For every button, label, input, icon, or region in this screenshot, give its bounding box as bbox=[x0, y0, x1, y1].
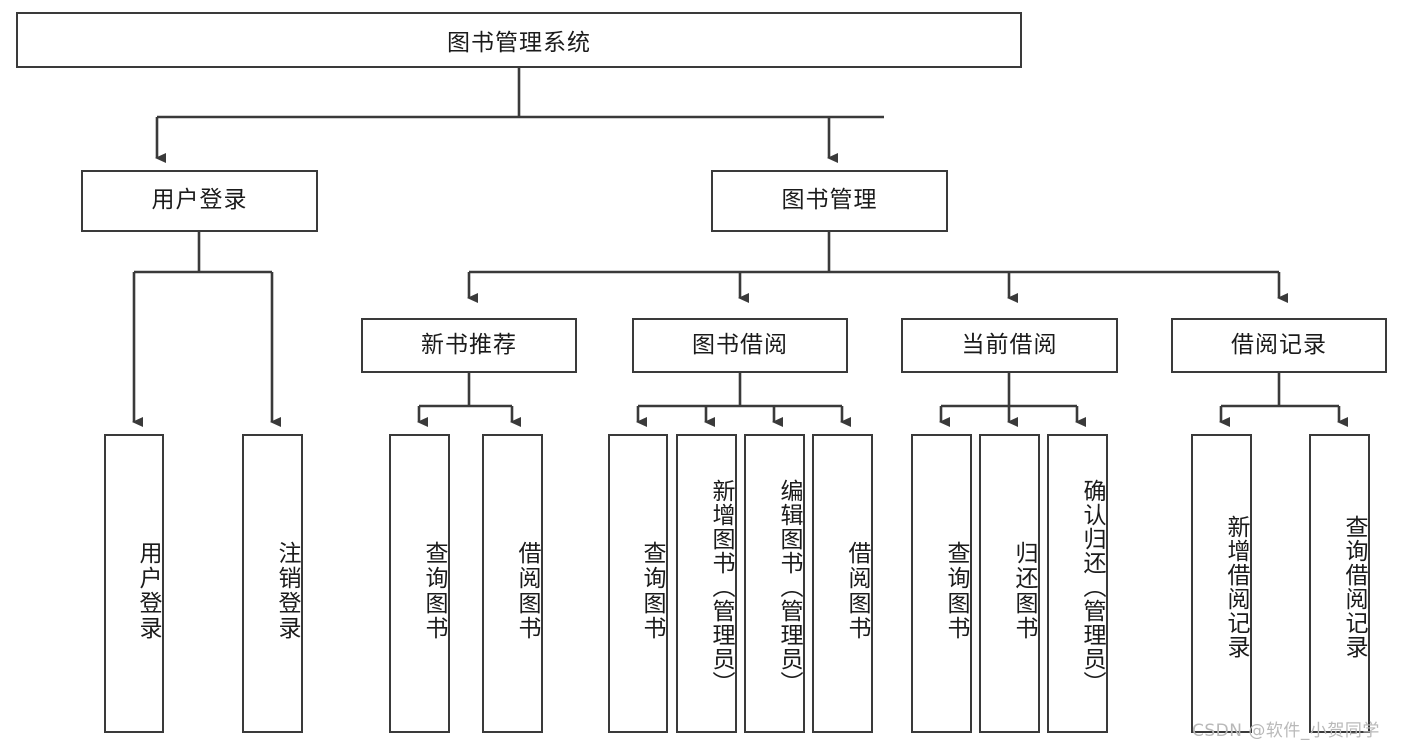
leaf-nb-query-book[interactable]: 查询图书 bbox=[389, 434, 450, 733]
node-user-login-label: 用户登录 bbox=[151, 187, 248, 214]
leaf-cb-confirm-return-label: 确认归还（管理员） bbox=[1079, 478, 1105, 695]
leaf-cb-query-book[interactable]: 查询图书 bbox=[911, 434, 972, 733]
node-book-management[interactable]: 图书管理 bbox=[711, 170, 948, 232]
leaf-logout-label: 注销登录 bbox=[274, 540, 300, 641]
leaf-cb-query-book-label: 查询图书 bbox=[943, 540, 969, 641]
leaf-bb-query-book-label: 查询图书 bbox=[639, 540, 665, 641]
node-book-borrow-label: 图书借阅 bbox=[692, 331, 788, 358]
leaf-br-query-record[interactable]: 查询借阅记录 bbox=[1309, 434, 1370, 733]
leaf-logout[interactable]: 注销登录 bbox=[242, 434, 303, 733]
leaf-bb-borrow-book-label: 借阅图书 bbox=[844, 540, 870, 641]
leaf-nb-borrow-book-label: 借阅图书 bbox=[514, 540, 540, 641]
leaf-bb-edit-book-label: 编辑图书（管理员） bbox=[776, 478, 802, 695]
node-root-system[interactable]: 图书管理系统 bbox=[16, 12, 1022, 68]
node-user-login[interactable]: 用户登录 bbox=[81, 170, 318, 232]
node-new-book-recommend-label: 新书推荐 bbox=[421, 331, 517, 358]
node-book-borrow[interactable]: 图书借阅 bbox=[632, 318, 848, 373]
leaf-br-add-record-label: 新增借阅记录 bbox=[1223, 514, 1249, 659]
leaf-br-add-record[interactable]: 新增借阅记录 bbox=[1191, 434, 1252, 733]
leaf-user-login[interactable]: 用户登录 bbox=[104, 434, 164, 733]
node-root-label: 图书管理系统 bbox=[447, 30, 591, 56]
leaf-nb-query-book-label: 查询图书 bbox=[421, 540, 447, 641]
node-borrow-record[interactable]: 借阅记录 bbox=[1171, 318, 1387, 373]
leaf-user-login-label: 用户登录 bbox=[135, 540, 161, 641]
csdn-watermark: CSDN @软件_小贺同学 bbox=[1192, 721, 1380, 741]
leaf-bb-query-book[interactable]: 查询图书 bbox=[608, 434, 668, 733]
leaf-bb-borrow-book[interactable]: 借阅图书 bbox=[812, 434, 873, 733]
node-current-borrow[interactable]: 当前借阅 bbox=[901, 318, 1118, 373]
leaf-cb-confirm-return[interactable]: 确认归还（管理员） bbox=[1047, 434, 1108, 733]
leaf-cb-return-book-label: 归还图书 bbox=[1011, 540, 1037, 641]
leaf-bb-add-book[interactable]: 新增图书（管理员） bbox=[676, 434, 737, 733]
leaf-cb-return-book[interactable]: 归还图书 bbox=[979, 434, 1040, 733]
leaf-bb-edit-book[interactable]: 编辑图书（管理员） bbox=[744, 434, 805, 733]
node-new-book-recommend[interactable]: 新书推荐 bbox=[361, 318, 577, 373]
node-current-borrow-label: 当前借阅 bbox=[961, 331, 1058, 358]
leaf-br-query-record-label: 查询借阅记录 bbox=[1341, 514, 1367, 659]
node-book-management-label: 图书管理 bbox=[781, 187, 878, 214]
leaf-nb-borrow-book[interactable]: 借阅图书 bbox=[482, 434, 543, 733]
leaf-bb-add-book-label: 新增图书（管理员） bbox=[708, 478, 734, 695]
node-borrow-record-label: 借阅记录 bbox=[1231, 331, 1327, 358]
